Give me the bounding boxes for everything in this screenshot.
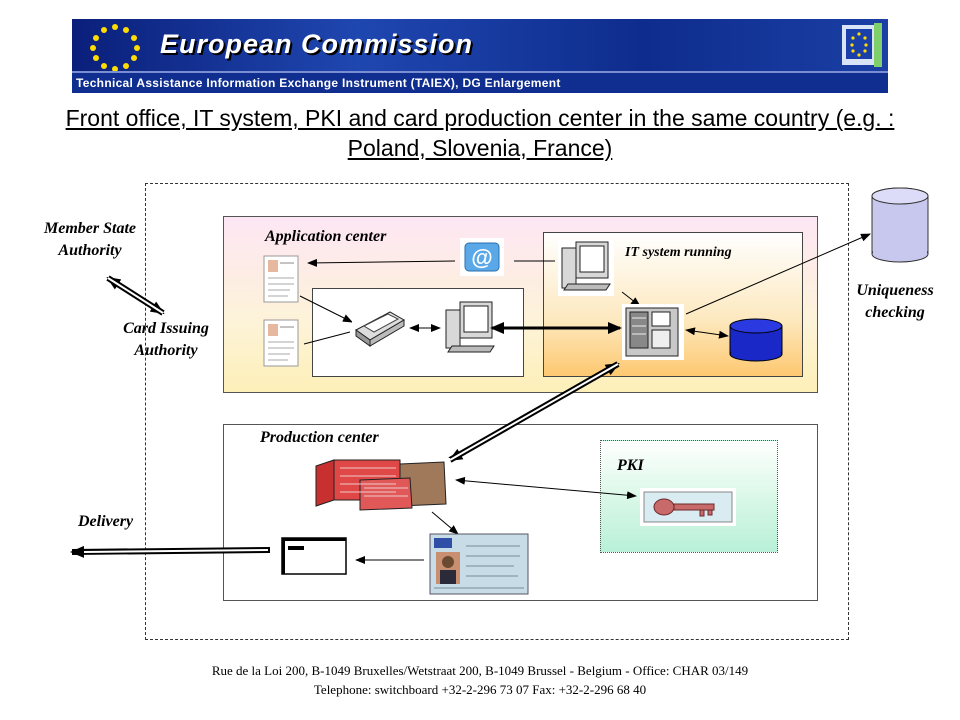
computer-icon [442,300,498,354]
footer-phone: Telephone: switchboard +32-2-296 73 07 F… [313,682,647,697]
server-icon [622,304,684,360]
envelope-icon [278,534,350,578]
label-uniqueness-checking: Uniqueness checking [856,282,934,321]
id-card-icon [429,533,529,595]
svg-text:@: @ [471,245,492,270]
footer: Rue de la Loi 200, B-1049 Bruxelles/Wets… [0,661,960,699]
email-at-icon: @ [460,238,504,276]
authority-link-arrow [106,275,165,316]
application-form-icon [263,255,299,303]
page-title: Front office, IT system, PKI and card pr… [65,105,895,161]
label-card-issuing-authority: Card Issuing Authority [123,320,209,359]
eu-flag-icon [842,23,882,67]
banner-subtitle-bar: Technical Assistance Information Exchang… [72,71,888,93]
local-database-icon [729,318,783,362]
card-production-icon [312,458,450,512]
uniqueness-database-icon [871,187,929,263]
delivery-arrow [70,545,271,558]
label-delivery: Delivery [78,513,134,530]
label-member-state-authority: Member State Authority [44,220,136,259]
label-application-center: Application center [265,228,387,245]
label-it-system-running: IT system running [625,245,732,260]
eu-stars-icon [90,24,140,71]
scanner-icon [352,298,408,350]
it-computer-icon [558,240,614,296]
banner-subtitle: Technical Assistance Information Exchang… [76,76,561,90]
label-production-center: Production center [260,429,379,446]
banner-top: European Commission [72,19,888,71]
header-banner: European Commission Technical Assistance… [72,19,888,93]
banner-title: European Commission [160,29,474,59]
footer-address: Rue de la Loi 200, B-1049 Bruxelles/Wets… [211,663,749,678]
key-icon [640,488,736,526]
it-production-link-arrow [448,361,620,463]
label-pki: PKI [617,457,644,474]
country-boundary [145,183,849,640]
application-form-icon [263,319,299,367]
